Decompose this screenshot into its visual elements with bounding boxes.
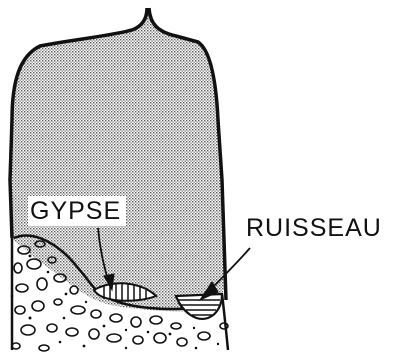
bank-edge-right — [222, 294, 228, 350]
label-ruisseau: RUISSEAU — [246, 216, 382, 241]
label-gypse: GYPSE — [30, 199, 121, 224]
cavity-fill — [10, 8, 225, 312]
